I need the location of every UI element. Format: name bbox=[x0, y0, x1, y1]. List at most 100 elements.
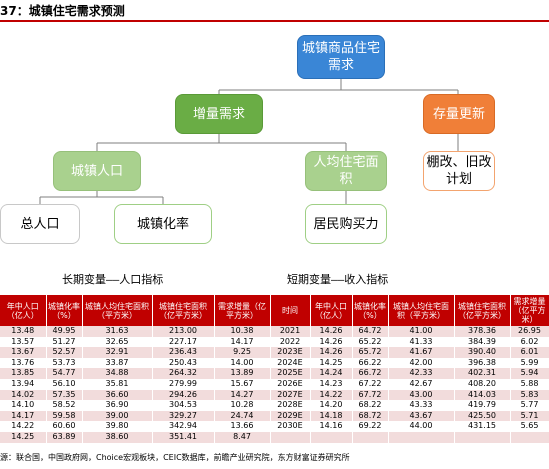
table-cell: 396.38 bbox=[454, 357, 511, 369]
table-cell: 39.00 bbox=[82, 410, 153, 422]
table-header-cell: 年中人口（亿人） bbox=[0, 295, 47, 326]
table-cell: 2025E bbox=[270, 368, 311, 379]
table-cell: 5.88 bbox=[510, 378, 549, 390]
table-cell: 5.65 bbox=[510, 421, 549, 432]
table-cell: 213.00 bbox=[152, 326, 215, 337]
table-cell: 42.67 bbox=[388, 378, 455, 390]
table-cell: 43.00 bbox=[388, 389, 455, 401]
table-cell: 60.60 bbox=[46, 421, 83, 432]
table-cell: 236.43 bbox=[152, 347, 215, 358]
table-cell: 2021 bbox=[270, 326, 311, 337]
table-cell: 10.38 bbox=[214, 326, 271, 337]
table-cell: 14.24 bbox=[310, 368, 353, 379]
table-cell: 342.94 bbox=[152, 421, 215, 432]
table-cell: 64.72 bbox=[352, 326, 389, 337]
table-cell: 6.01 bbox=[510, 347, 549, 358]
table-cell: 51.27 bbox=[46, 336, 83, 348]
table-cell: 39.80 bbox=[82, 421, 153, 432]
table-cell: 425.50 bbox=[454, 410, 511, 422]
table-cell: 408.20 bbox=[454, 378, 511, 390]
table-cell bbox=[510, 431, 549, 443]
per-capita-area-node: 人均住宅面积 bbox=[305, 151, 387, 191]
table-cell bbox=[270, 431, 311, 443]
table-cell: 5.77 bbox=[510, 400, 549, 411]
table-cell: 5.83 bbox=[510, 389, 549, 401]
table-cell: 14.17 bbox=[0, 410, 47, 422]
table-header-cell: 城镇住宅面积（亿平方米） bbox=[152, 295, 215, 326]
table-cell: 419.79 bbox=[454, 400, 511, 411]
table-cell: 34.88 bbox=[82, 368, 153, 379]
table-cell: 26.95 bbox=[510, 326, 549, 337]
table-cell: 14.23 bbox=[310, 378, 353, 390]
table-cell: 14.17 bbox=[214, 336, 271, 348]
table-cell: 14.26 bbox=[310, 326, 353, 337]
figure-title: 37：城镇住宅需求预测 bbox=[0, 4, 125, 18]
table-cell: 384.39 bbox=[454, 336, 511, 348]
table-cell: 402.31 bbox=[454, 368, 511, 379]
table-cell: 24.74 bbox=[214, 410, 271, 422]
table-cell: 42.33 bbox=[388, 368, 455, 379]
forecast-table-wrap: 年中人口（亿人）城镇化率（%）城镇人均住宅面积（平方米）城镇住宅面积（亿平方米）… bbox=[0, 295, 549, 443]
table-cell: 2024E bbox=[270, 357, 311, 369]
table-cell: 2029E bbox=[270, 410, 311, 422]
table-header-cell: 城镇人均住宅面积（平方米） bbox=[388, 295, 455, 326]
table-cell: 414.03 bbox=[454, 389, 511, 401]
table-cell: 41.67 bbox=[388, 347, 455, 358]
table-cell: 14.20 bbox=[310, 400, 353, 411]
table-cell: 13.94 bbox=[0, 378, 47, 390]
table-cell bbox=[454, 431, 511, 443]
table-cell: 15.67 bbox=[214, 378, 271, 390]
table-cell: 378.36 bbox=[454, 326, 511, 337]
table-cell: 13.76 bbox=[0, 357, 47, 369]
table-cell bbox=[388, 431, 455, 443]
short-term-caption: 短期变量——收入指标 bbox=[287, 273, 389, 286]
table-cell: 41.00 bbox=[388, 326, 455, 337]
table-cell: 59.58 bbox=[46, 410, 83, 422]
table-cell: 65.22 bbox=[352, 336, 389, 348]
table-cell: 431.15 bbox=[454, 421, 511, 432]
table-cell: 390.40 bbox=[454, 347, 511, 358]
table-cell bbox=[352, 431, 389, 443]
table-cell: 10.28 bbox=[214, 400, 271, 411]
table-cell: 227.17 bbox=[152, 336, 215, 348]
table-cell: 14.26 bbox=[310, 336, 353, 348]
table-cell: 43.33 bbox=[388, 400, 455, 411]
root-node: 城镇商品住宅需求 bbox=[297, 35, 385, 79]
source-note: 源：联合国，中国政府网，Choice宏观板块，CEIC数据库，前瞻产业研究院，东… bbox=[0, 453, 350, 462]
table-cell: 294.26 bbox=[152, 389, 215, 401]
table-cell: 33.87 bbox=[82, 357, 153, 369]
table-cell: 14.22 bbox=[310, 389, 353, 401]
table-cell: 36.90 bbox=[82, 400, 153, 411]
table-cell: 41.33 bbox=[388, 336, 455, 348]
table-cell: 14.02 bbox=[0, 389, 47, 401]
table-cell: 9.25 bbox=[214, 347, 271, 358]
table-cell: 36.60 bbox=[82, 389, 153, 401]
incremental-demand-node: 增量需求 bbox=[175, 94, 263, 134]
title-rule bbox=[0, 20, 549, 22]
table-cell: 54.77 bbox=[46, 368, 83, 379]
table-cell: 2026E bbox=[270, 378, 311, 390]
table-cell: 13.48 bbox=[0, 326, 47, 337]
demand-diagram: 城镇商品住宅需求 增量需求 存量更新 棚改、旧改计划 城镇人口 人均住宅面积 总… bbox=[0, 35, 495, 286]
table-header-cell: 城镇住宅面积（亿平方米） bbox=[454, 295, 511, 326]
table-header-cell: 城镇人均住宅面积（平方米） bbox=[82, 295, 153, 326]
table-cell: 57.35 bbox=[46, 389, 83, 401]
table-cell: 56.10 bbox=[46, 378, 83, 390]
table-cell: 52.57 bbox=[46, 347, 83, 358]
stock-renewal-node: 存量更新 bbox=[423, 94, 495, 134]
table-cell: 250.43 bbox=[152, 357, 215, 369]
table-cell: 5.99 bbox=[510, 357, 549, 369]
table-cell: 67.22 bbox=[352, 378, 389, 390]
table-cell: 329.27 bbox=[152, 410, 215, 422]
urbanization-rate-node: 城镇化率 bbox=[114, 204, 212, 244]
table-cell: 53.73 bbox=[46, 357, 83, 369]
table-cell: 13.66 bbox=[214, 421, 271, 432]
